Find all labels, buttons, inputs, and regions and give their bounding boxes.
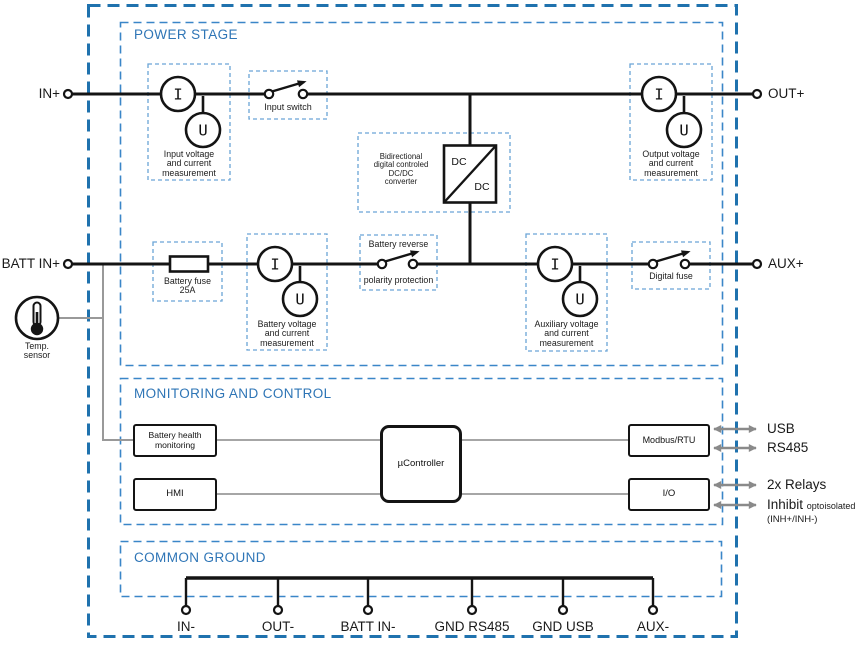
input-switch-label: Input switch [264, 102, 312, 112]
battery-reverse-box [359, 234, 438, 291]
io-block: I/O [628, 478, 710, 511]
monitoring-title: MONITORING AND CONTROL [134, 386, 332, 401]
inhibit-pins-label: (INH+/INH-) [767, 514, 818, 525]
battery-reverse-switch [376, 250, 420, 270]
modbus-rtu-block: Modbus/RTU [628, 424, 710, 457]
terminal-batt-in-minus: BATT IN- [340, 619, 396, 634]
terminal-gnd-rs485: GND RS485 [434, 619, 510, 634]
input-meter-box [147, 63, 231, 181]
voltage-meter-letter: U [575, 291, 584, 309]
battery-reverse-label-bottom: polarity protection [363, 275, 434, 285]
port-arrows [713, 425, 757, 509]
battery-meter: I U [256, 245, 319, 318]
inhibit-port-label: Inhibit optoisolated [767, 497, 856, 512]
ground-terminal-nodes [180, 604, 659, 616]
hmi-block: HMI [133, 478, 217, 511]
usb-port-label: USB [767, 421, 795, 436]
sense-lines [57, 264, 133, 441]
input-switch [263, 80, 309, 100]
digital-fuse-label: Digital fuse [649, 271, 693, 281]
dcdc-converter-box [357, 132, 511, 213]
power-stage-title: POWER STAGE [134, 27, 238, 42]
common-ground-title: COMMON GROUND [134, 550, 266, 565]
power-stage-box [119, 21, 724, 367]
output-meter: I U [640, 75, 703, 149]
terminal-in-minus: IN- [177, 619, 195, 634]
inhibit-note: optoisolated [806, 501, 856, 511]
rs485-port-label: RS485 [767, 440, 809, 455]
terminal-aux-plus: AUX+ [768, 256, 804, 271]
output-meter-box [629, 63, 713, 181]
battery-fuse-symbol [168, 255, 210, 273]
current-meter-letter: I [270, 256, 279, 274]
relays-port-label: 2x Relays [767, 477, 827, 492]
monitoring-links [217, 439, 628, 495]
terminal-batt-in-plus: BATT IN+ [1, 256, 60, 271]
voltage-meter-letter: U [295, 291, 304, 309]
voltage-meter-letter: U [198, 122, 207, 140]
power-wires [72, 92, 753, 283]
ucontroller-block: µController [380, 425, 462, 503]
dcdc-bottom-label: DC [474, 181, 490, 193]
aux-meter: I U [536, 245, 599, 318]
dcdc-converter-symbol: DC DC [442, 144, 498, 204]
terminal-out-minus: OUT- [261, 619, 295, 634]
current-meter-letter: I [654, 86, 663, 104]
battery-fuse-box [152, 241, 223, 302]
temp-sensor-label: Temp.sensor [23, 341, 51, 361]
battery-reverse-label-top: Battery reverse [368, 239, 429, 249]
terminal-out-plus: OUT+ [768, 86, 805, 101]
input-meter: I U [159, 75, 222, 149]
aux-meter-box [525, 233, 608, 352]
monitoring-box [119, 377, 724, 526]
common-ground-box [119, 540, 723, 598]
io-terminal-nodes [62, 88, 763, 270]
temp-sensor-icon [14, 295, 60, 341]
terminal-aux-minus: AUX- [636, 619, 670, 634]
current-meter-letter: I [173, 86, 182, 104]
current-meter-letter: I [550, 256, 559, 274]
outer-dashed-border [87, 4, 738, 638]
dcdc-top-label: DC [451, 156, 467, 168]
ground-bus [180, 576, 659, 616]
terminal-in-plus: IN+ [38, 86, 60, 101]
terminal-gnd-usb: GND USB [532, 619, 594, 634]
voltage-meter-letter: U [679, 122, 688, 140]
digital-fuse-switch [647, 250, 691, 270]
